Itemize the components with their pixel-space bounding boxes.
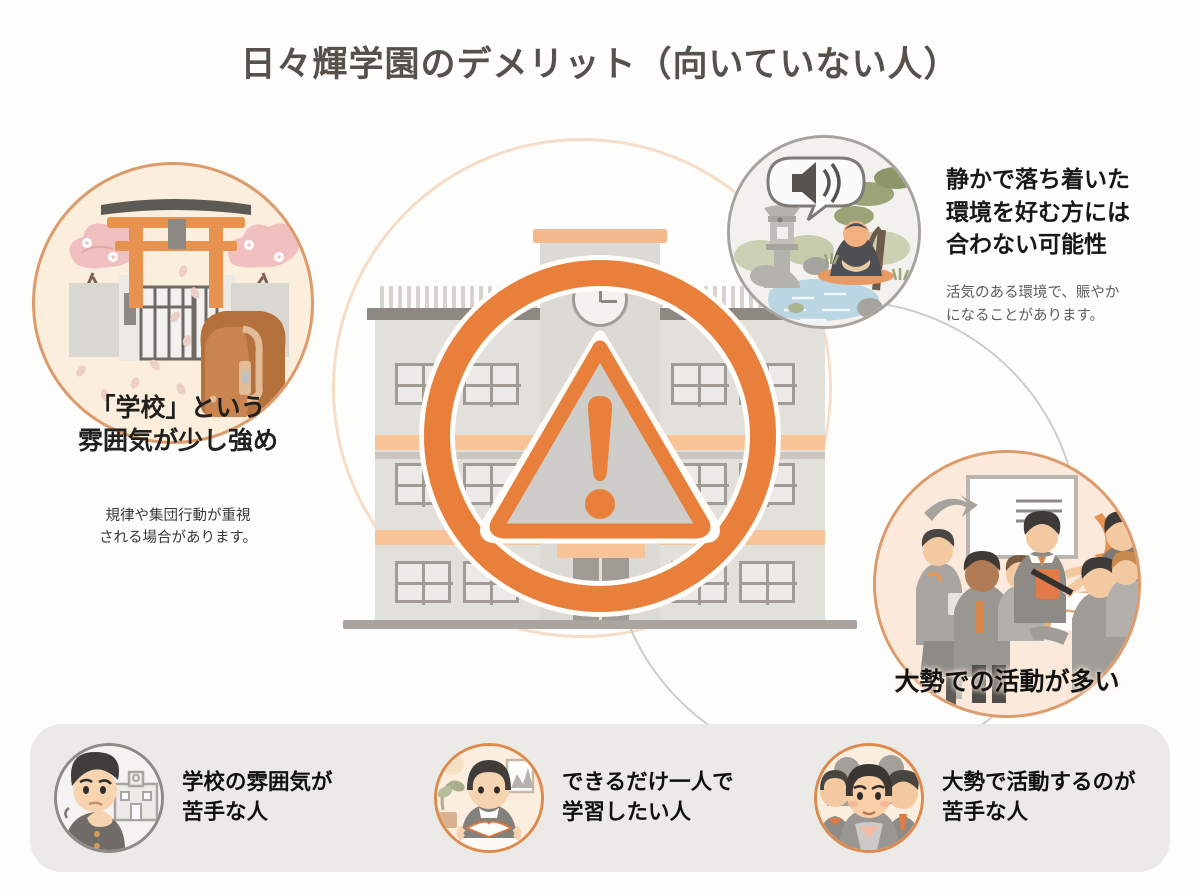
callout-group-activity-illustration (873, 450, 1141, 718)
summary-bar: 学校の雰囲気が 苦手な人 (30, 724, 1170, 872)
speaker-speech-bubble-icon (766, 156, 866, 223)
gray-arrow-icon (924, 495, 978, 521)
summary-item-label: できるだけ一人で 学習したい人 (562, 768, 734, 827)
label-line: 環境を好む方には (946, 198, 1130, 225)
randoseru-backpack-icon (200, 311, 286, 417)
cherry-blossom-right (227, 223, 300, 300)
label-line: 学校の雰囲気が (182, 770, 333, 795)
callout-school-atmosphere-illustration (32, 162, 314, 444)
subtext-line: 活気のある環境で、賑やか (946, 285, 1120, 301)
callout-school-atmosphere-subtext: 規律や集団行動が重視 される場合があります。 (38, 505, 318, 550)
summary-item-dislikes-school-atmosphere: 学校の雰囲気が 苦手な人 (30, 743, 410, 853)
worried-girl-figure (839, 764, 899, 850)
label-line: 雰囲気が少し強め (77, 427, 278, 455)
subtext-line: される場合があります。 (98, 530, 258, 547)
label-line: 苦手な人 (942, 800, 1029, 824)
page-title: 日々輝学園のデメリット（向いていない人） (240, 45, 960, 84)
callout-group-activity-label: 大勢での活動が多い (894, 668, 1120, 696)
callout-school-atmosphere-label: 「学校」という 雰囲気が少し強め (38, 392, 318, 458)
summary-item-dislikes-group-activity: 大勢で活動するのが 苦手な人 (790, 743, 1170, 853)
meditating-monk-icon (818, 221, 894, 285)
student-figure (1106, 551, 1138, 637)
label-line: 静かで落ち着いた (946, 166, 1130, 192)
label-line: 合わない可能性 (946, 231, 1107, 258)
subtext-line: になることがあります。 (946, 307, 1105, 324)
building-ground-line (343, 620, 857, 629)
summary-item-label: 大勢で活動するのが 苦手な人 (942, 768, 1136, 827)
label-line: 苦手な人 (182, 800, 269, 824)
falling-petals (76, 265, 200, 401)
label-line: 大勢で活動するのが (942, 770, 1136, 795)
subtext-line: 規律や集団行動が重視 (105, 508, 251, 524)
callout-quiet-environment-illustration (727, 135, 921, 329)
building-window (739, 561, 797, 605)
label-line: 学習したい人 (562, 800, 692, 824)
callout-quiet-environment-label: 静かで落ち着いた 環境を好む方には 合わない可能性 (946, 163, 1178, 261)
crowd-of-students-uncomfortable-icon (814, 743, 924, 853)
warning-triangle-exclamation-icon (480, 330, 720, 544)
summary-item-label: 学校の雰囲気が 苦手な人 (182, 768, 333, 827)
warning-badge (424, 260, 776, 612)
summary-item-prefers-solo-study: できるだけ一人で 学習したい人 (410, 743, 790, 853)
student-reading-book-alone-icon (434, 743, 544, 853)
torii-gate-icon (101, 199, 251, 308)
label-line: できるだけ一人で (562, 770, 734, 795)
worried-boy-figure (64, 752, 125, 850)
building-tower-cap (533, 229, 667, 243)
student-figure (1014, 511, 1095, 623)
reading-girl-figure (456, 760, 522, 841)
building-window (395, 561, 453, 605)
worried-student-with-school-building-icon (54, 743, 164, 853)
label-line: 「学校」という (90, 394, 266, 422)
small-school-building-icon (113, 770, 159, 822)
callout-quiet-environment-subtext: 活気のある環境で、賑やか になることがあります。 (946, 282, 1182, 327)
